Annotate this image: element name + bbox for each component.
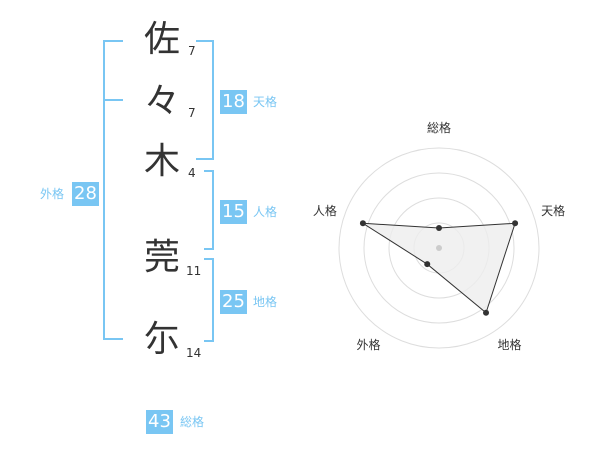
name-char-3: 木 <box>143 141 180 182</box>
gaikaku-value: 28 <box>72 182 99 206</box>
chikaku-bracket <box>204 258 214 342</box>
tenkaku-bracket <box>196 40 214 160</box>
chikaku-value: 25 <box>220 290 247 314</box>
radar-point-5 <box>359 220 366 227</box>
stroke-count-1: 7 <box>188 44 196 58</box>
gaikaku-label: 外格 <box>40 187 65 201</box>
radar-axis-label-3: 地格 <box>498 337 522 352</box>
stroke-count-4: 11 <box>186 264 202 278</box>
radar-axis-label-1: 総格 <box>427 120 451 135</box>
name-char-2: 々 <box>143 81 180 122</box>
jinkaku-value: 15 <box>220 200 247 224</box>
tenkaku-value: 18 <box>220 90 247 114</box>
name-char-1: 佐 <box>143 19 180 60</box>
radar-point-1 <box>436 225 442 231</box>
soukaku-label: 総格 <box>180 415 205 429</box>
stroke-count-3: 4 <box>188 166 196 180</box>
name-char-5: 尓 <box>143 319 180 360</box>
name-char-4: 莞 <box>143 237 180 278</box>
radar-point-2 <box>512 220 519 227</box>
radar-axis-label-2: 天格 <box>541 203 565 218</box>
radar-axis-label-4: 外格 <box>356 337 380 352</box>
soukaku-value: 43 <box>146 410 173 434</box>
radar-series-area <box>362 222 516 314</box>
radar-ring <box>363 172 515 324</box>
gaikaku-bracket-tick <box>103 99 123 101</box>
radar-point-3 <box>483 309 490 316</box>
jinkaku-bracket <box>204 170 214 250</box>
radar-point-4 <box>424 261 431 268</box>
tenkaku-label: 天格 <box>253 95 278 109</box>
radar-ring <box>338 147 540 349</box>
chikaku-label: 地格 <box>253 295 278 309</box>
radar-axis-label-5: 人格 <box>313 203 337 218</box>
radar-center-dot <box>436 245 442 251</box>
jinkaku-label: 人格 <box>253 205 278 219</box>
stroke-count-5: 14 <box>186 346 202 360</box>
gaikaku-bracket <box>103 40 123 340</box>
stroke-count-2: 7 <box>188 106 196 120</box>
